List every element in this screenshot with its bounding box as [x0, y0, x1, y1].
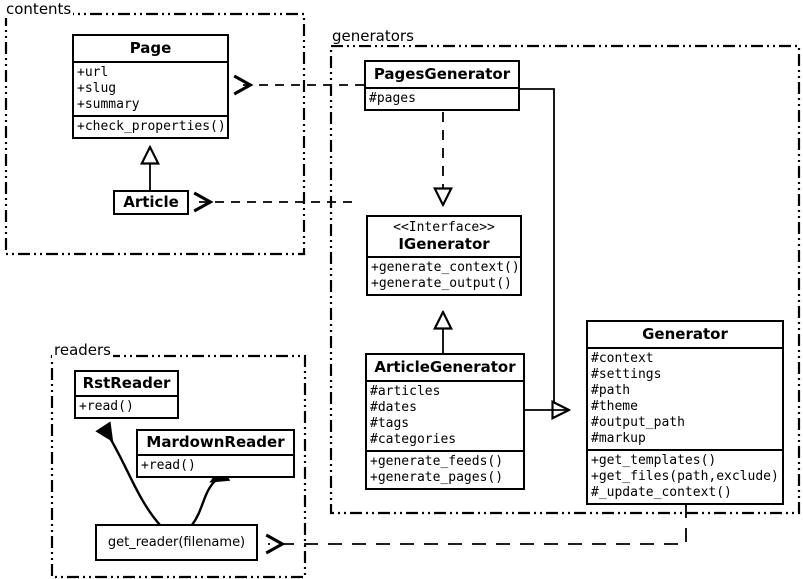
attribute-row: +slug	[77, 81, 117, 96]
class-box-article[interactable]: Article	[113, 190, 189, 215]
function-box-get-reader[interactable]: get_reader(filename)	[95, 524, 258, 561]
method-row: +generate_context()	[371, 260, 520, 275]
class-title-pagesgenerator: PagesGenerator	[373, 65, 511, 83]
class-box-igenerator[interactable]: <<Interface>> IGenerator +generate_conte…	[366, 215, 522, 296]
class-title-articlegenerator: ArticleGenerator	[374, 358, 516, 376]
edge-pagesgenerator-to-generator	[519, 88, 569, 410]
class-methods-articlegenerator: +generate_feeds() +generate_pages()	[367, 450, 523, 488]
method-row: +read()	[141, 458, 196, 473]
class-box-mardownreader[interactable]: MardownReader +read()	[136, 429, 295, 478]
class-methods-rstreader: +read()	[76, 395, 177, 417]
class-title-article: Article	[123, 193, 179, 211]
attribute-row: #dates	[370, 400, 417, 415]
class-name-igenerator: IGenerator	[398, 235, 490, 253]
edge-generator-to-getreader	[265, 504, 687, 555]
class-title-mardownreader: MardownReader	[146, 433, 285, 451]
attribute-row: #theme	[591, 399, 638, 414]
method-row: +generate_feeds()	[370, 454, 504, 469]
attribute-row: #categories	[370, 432, 457, 447]
class-stereotype-igenerator: <<Interface>>	[393, 220, 495, 235]
class-title-igenerator: <<Interface>> IGenerator	[368, 217, 520, 256]
method-row: +check_properties()	[77, 119, 226, 134]
package-label-readers: readers	[52, 341, 113, 359]
class-box-pagesgenerator[interactable]: PagesGenerator #pages	[364, 60, 520, 111]
attribute-row: #markup	[591, 431, 646, 446]
class-methods-igenerator: +generate_context() +generate_output()	[368, 256, 520, 294]
function-label-get-reader: get_reader(filename)	[107, 535, 246, 550]
attribute-row: #articles	[370, 384, 441, 399]
method-row: +get_files(path,exclude)	[591, 469, 779, 484]
attribute-row: +summary	[77, 97, 140, 112]
package-label-generators: generators	[330, 27, 416, 45]
attribute-row: #output_path	[591, 415, 685, 430]
class-methods-generator: +get_templates() +get_files(path,exclude…	[588, 449, 782, 503]
class-title-rstreader: RstReader	[82, 374, 171, 392]
package-label-contents: contents	[4, 0, 74, 18]
method-row: +get_templates()	[591, 453, 717, 468]
class-title-generator: Generator	[642, 325, 728, 343]
attribute-row: #pages	[369, 91, 416, 106]
class-attributes-pagesgenerator: #pages	[366, 87, 518, 109]
attribute-row: +url	[77, 65, 109, 80]
attribute-row: #path	[591, 383, 631, 398]
method-row: +generate_pages()	[370, 470, 504, 485]
class-methods-page: +check_properties()	[74, 115, 227, 137]
method-row: +generate_output()	[371, 276, 512, 291]
class-attributes-generator: #context #settings #path #theme #output_…	[588, 347, 782, 449]
class-box-page[interactable]: Page +url +slug +summary +check_properti…	[72, 34, 229, 139]
method-row: #_update_context()	[591, 485, 732, 500]
class-attributes-articlegenerator: #articles #dates #tags #categories	[367, 380, 523, 450]
class-title-page: Page	[129, 39, 172, 57]
class-box-generator[interactable]: Generator #context #settings #path #them…	[586, 320, 784, 505]
class-methods-mardownreader: +read()	[138, 454, 293, 476]
attribute-row: #context	[591, 351, 654, 366]
attribute-row: #settings	[591, 367, 662, 382]
class-box-articlegenerator[interactable]: ArticleGenerator #articles #dates #tags …	[365, 353, 525, 490]
edge-getreader-to-mardownreader	[191, 465, 231, 526]
class-attributes-page: +url +slug +summary	[74, 61, 227, 115]
class-box-rstreader[interactable]: RstReader +read()	[74, 370, 179, 419]
method-row: +read()	[79, 399, 134, 414]
attribute-row: #tags	[370, 416, 410, 431]
